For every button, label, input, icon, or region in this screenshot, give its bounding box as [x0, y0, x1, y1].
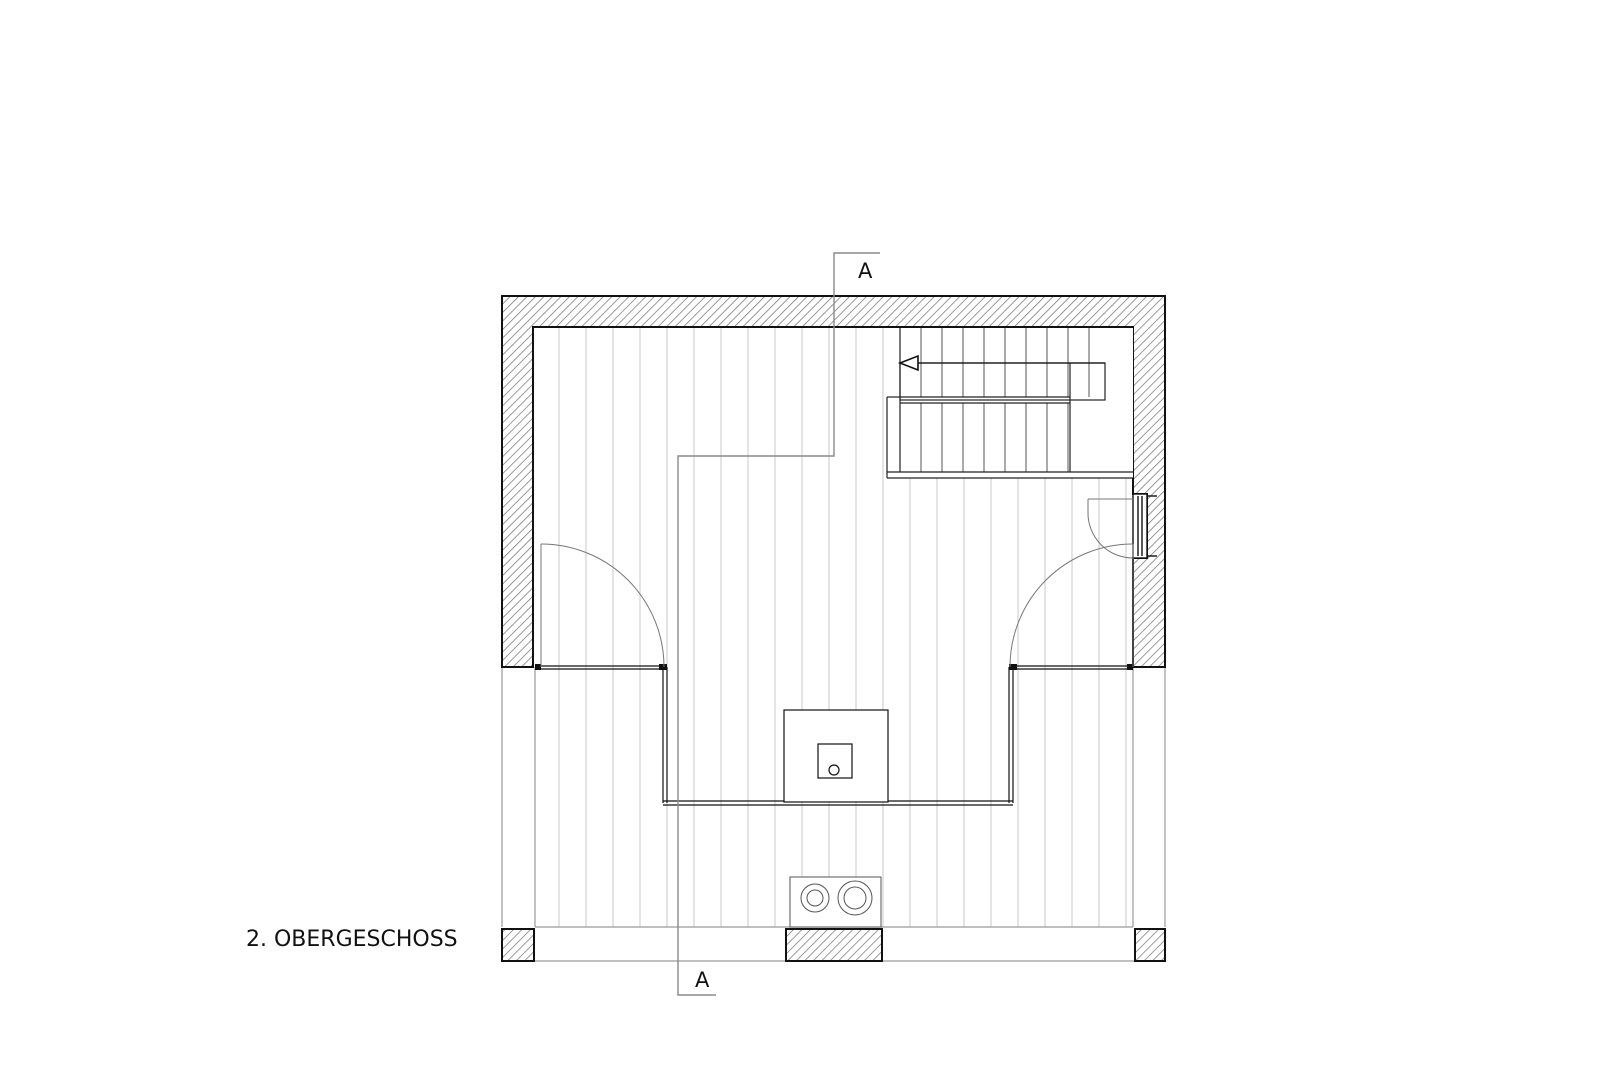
window-right-wall — [1132, 493, 1157, 559]
section-marker-top: A — [858, 259, 873, 283]
floor-boards — [558, 328, 1127, 927]
floor-label: 2. OBERGESCHOSS — [246, 927, 458, 952]
stair-direction-arrow-icon — [897, 354, 919, 372]
door-swing-right — [1009, 543, 1134, 668]
stove-unit — [783, 709, 889, 803]
section-marker-bottom: A — [695, 968, 710, 992]
wall-pier-left — [501, 928, 535, 962]
wall-pier-center — [785, 928, 883, 962]
section-line-a — [677, 252, 880, 996]
wall-pier-right — [1134, 928, 1166, 962]
cooktop — [789, 876, 882, 928]
staircase — [886, 328, 1133, 479]
door-swing-left — [540, 543, 665, 668]
door-swing-window — [1087, 498, 1134, 559]
